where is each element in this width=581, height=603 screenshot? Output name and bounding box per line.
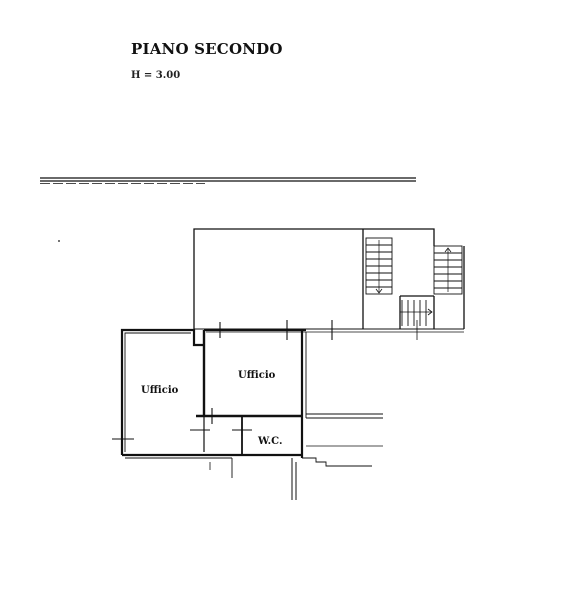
ceiling-height-label: H = 3.00	[131, 70, 181, 81]
speck-mark	[58, 240, 60, 242]
opening-markers	[112, 320, 333, 470]
stairs-right	[433, 245, 463, 295]
stairs-left	[365, 237, 393, 295]
unit-walls	[120, 328, 307, 459]
room-label-wc: W.C.	[257, 436, 282, 447]
floor-title: PIANO SECONDO	[131, 40, 283, 58]
terrace-outline	[193, 228, 465, 333]
stairs-landing	[400, 300, 433, 340]
room-label-office-right: Ufficio	[238, 370, 276, 381]
top-boundary-line	[40, 177, 416, 184]
adjacent-lines	[231, 413, 383, 500]
room-label-office-left: Ufficio	[141, 385, 179, 396]
